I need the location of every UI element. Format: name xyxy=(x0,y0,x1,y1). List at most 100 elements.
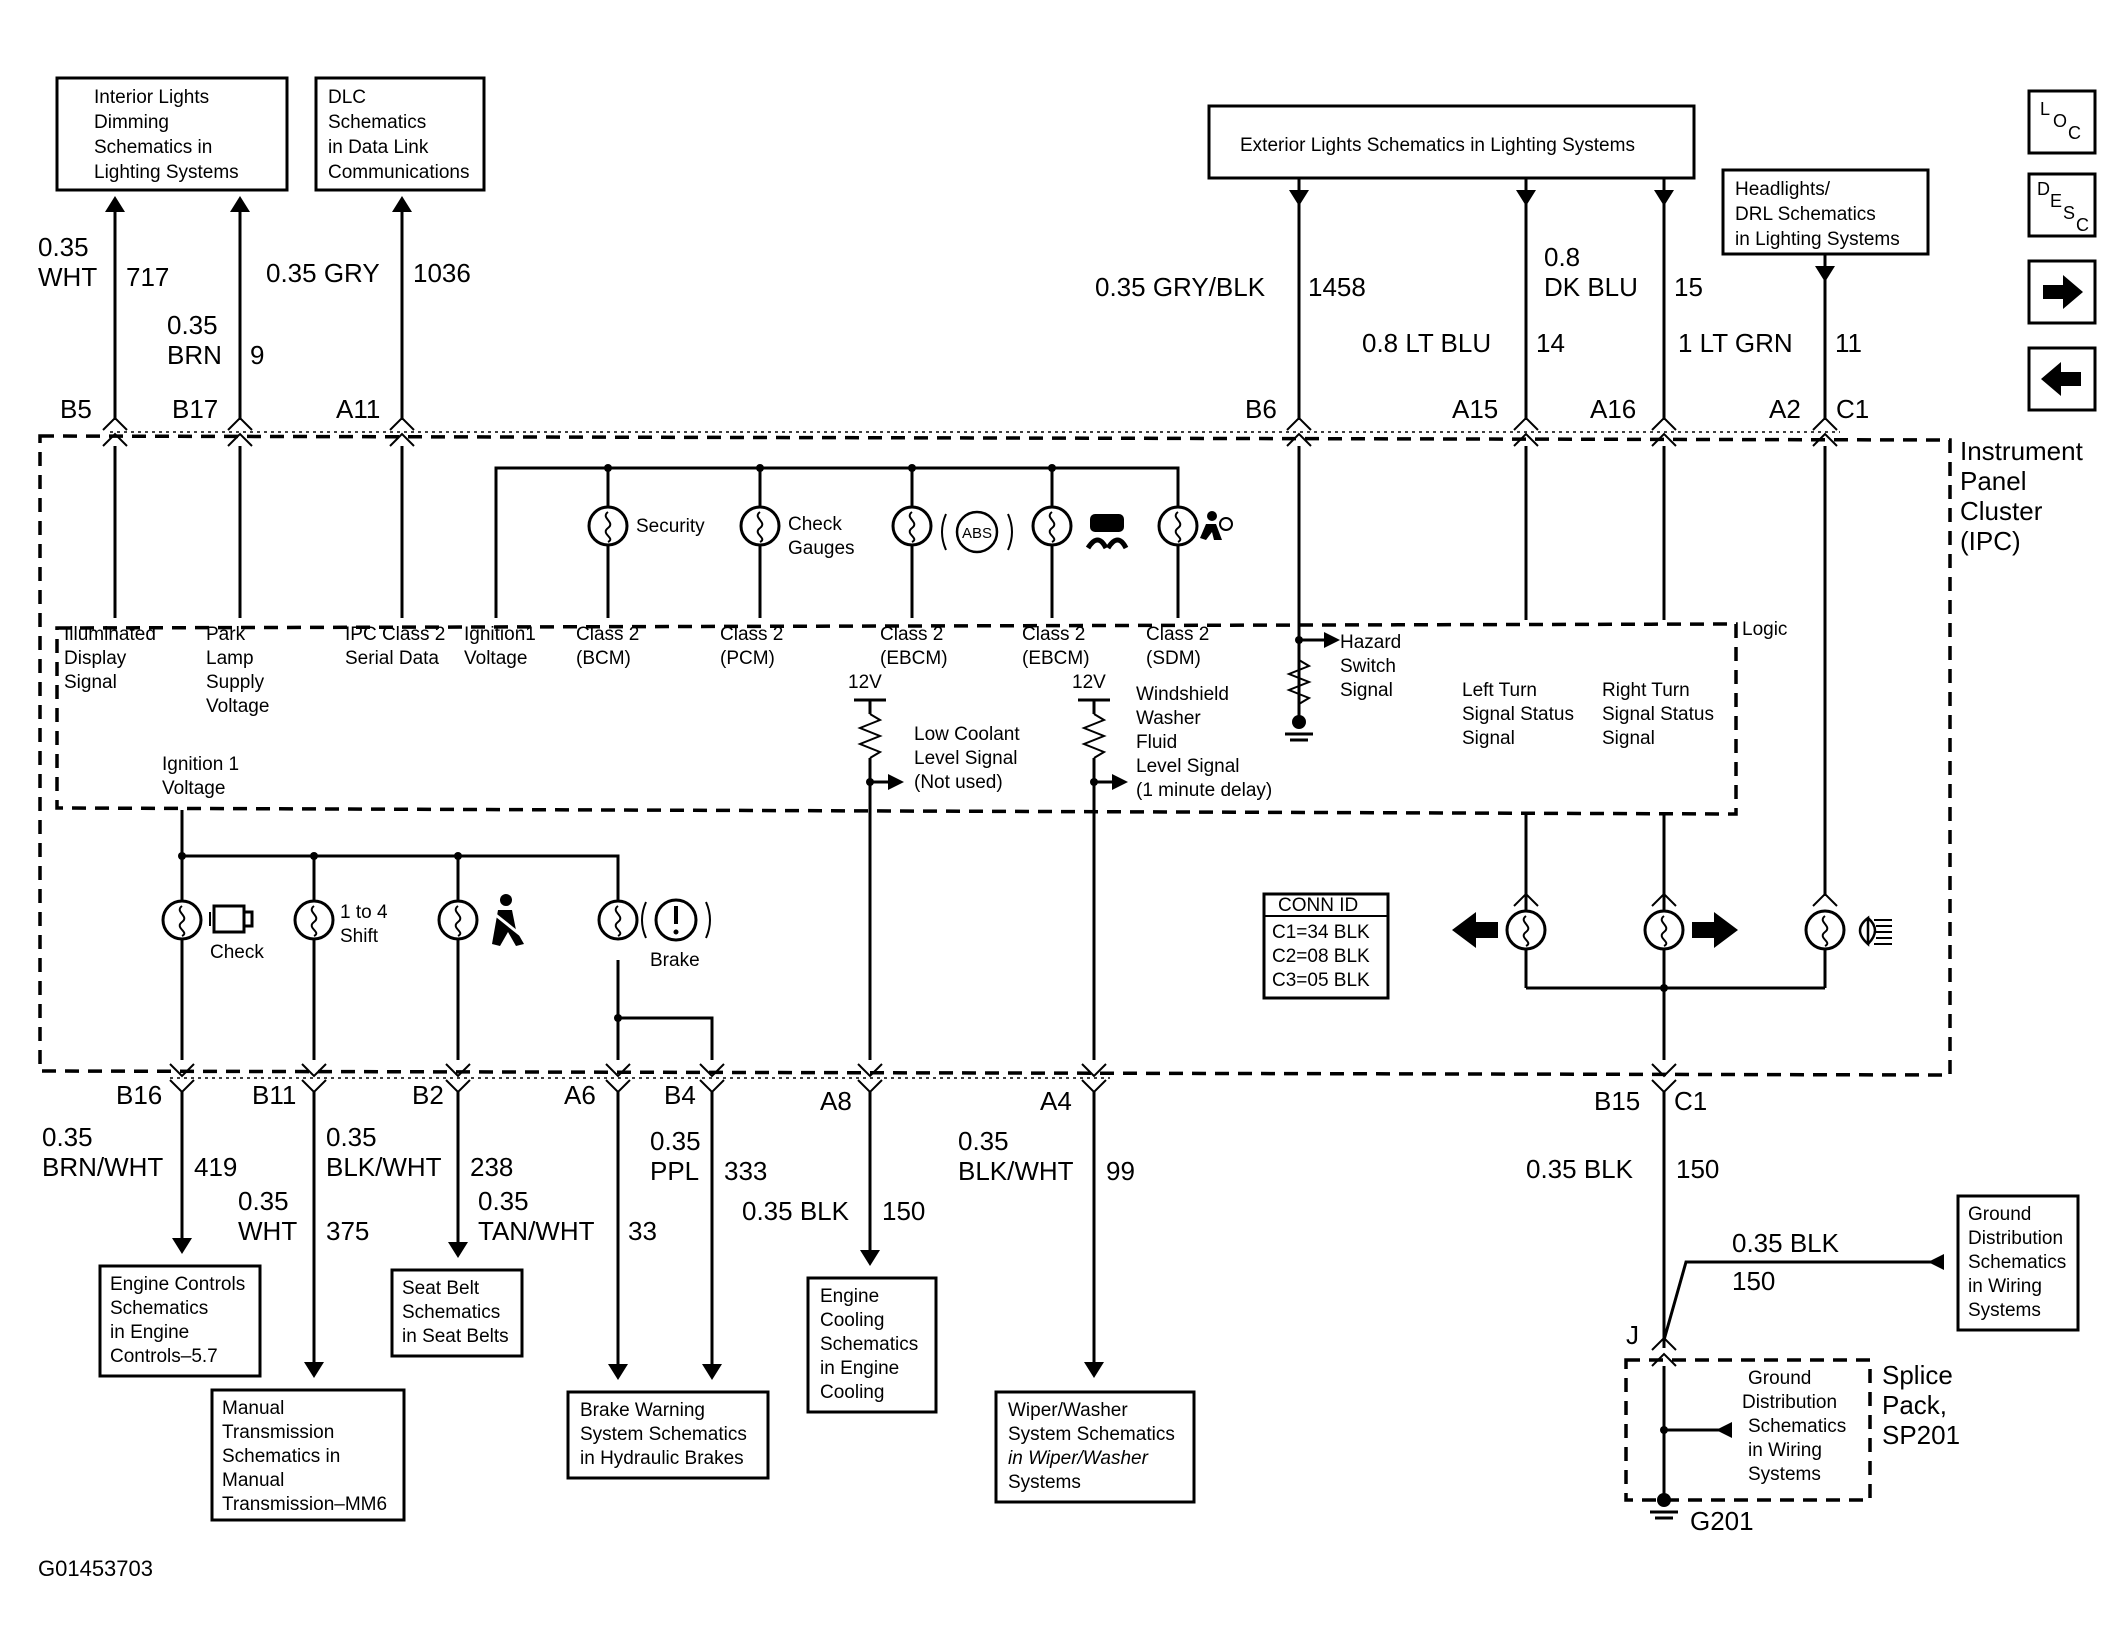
ipc-title-line: Instrument xyxy=(1960,436,2084,466)
brake-warning-box[interactable]: Brake Warning System Schematics in Hydra… xyxy=(566,1390,770,1480)
pin-label: B5 xyxy=(60,394,92,424)
signal-label: Voltage xyxy=(162,778,225,799)
prev-page-button[interactable] xyxy=(2027,346,2097,412)
signal-label: Class 2 xyxy=(720,624,783,645)
box-line: in Wiring xyxy=(1968,1276,2042,1297)
box-line: Dimming xyxy=(94,112,169,133)
box-line: Cooling xyxy=(820,1310,884,1331)
wire-label: 0.35 GRY/BLK xyxy=(1095,272,1266,302)
signal-label: Signal xyxy=(64,672,117,693)
seatbelt-icon xyxy=(491,894,524,946)
top-wire-labels: 0.35 WHT 717 0.35 BRN 9 0.35 GRY 1036 0.… xyxy=(38,232,1862,370)
indicator-label: 1 to 4 xyxy=(340,902,388,923)
logic-signal-labels: Illuminated Display Signal Park Lamp Sup… xyxy=(64,624,1714,749)
top-connector-chevrons xyxy=(102,416,1838,447)
splice-pack: J Ground Distribution Schematics in Wiri… xyxy=(1624,1320,1960,1536)
wire-circuit: 375 xyxy=(326,1216,369,1246)
abs-icon xyxy=(955,510,999,554)
box-line: System Schematics xyxy=(580,1424,747,1445)
conn-id-row: C2=08 BLK xyxy=(1272,946,1370,967)
signal-label: Illuminated xyxy=(64,624,156,645)
seat-belt-box[interactable]: Seat Belt Schematics in Seat Belts xyxy=(390,1268,524,1358)
manual-transmission-box[interactable]: Manual Transmission Schematics in Manual… xyxy=(210,1388,406,1522)
wire-circuit: 15 xyxy=(1674,272,1703,302)
indicator-label: Check xyxy=(788,514,842,535)
dlc-box[interactable]: DLC Schematics in Data Link Communicatio… xyxy=(314,76,486,192)
signal-label: Signal xyxy=(1462,728,1515,749)
signal-label: Ignition 1 xyxy=(162,754,239,775)
right-turn-arrow-icon xyxy=(1692,912,1738,948)
pin-label: A2 xyxy=(1769,394,1801,424)
wire-label: 0.35 BLK xyxy=(1732,1228,1840,1258)
pin-label: B17 xyxy=(172,394,218,424)
pin-label: B6 xyxy=(1245,394,1277,424)
engine-icon xyxy=(209,904,254,934)
signal-label: Class 2 xyxy=(880,624,943,645)
wire-circuit: 99 xyxy=(1106,1156,1135,1186)
pin-label: C1 xyxy=(1674,1086,1707,1116)
pin-label: A15 xyxy=(1452,394,1498,424)
signal-label: Fluid xyxy=(1136,732,1177,753)
signal-label: Class 2 xyxy=(576,624,639,645)
nav-letter: C xyxy=(2068,123,2081,143)
conn-id-table: CONN ID C1=34 BLK C2=08 BLK C3=05 BLK xyxy=(1262,892,1390,1000)
box-line: in Lighting Systems xyxy=(1735,229,1900,250)
signal-label: Voltage xyxy=(464,648,527,669)
signal-label: Supply xyxy=(206,672,265,693)
splice-title: SP201 xyxy=(1882,1420,1960,1450)
wire-label: 0.35 GRY xyxy=(266,258,380,288)
ipc-title-line: Cluster xyxy=(1960,496,2043,526)
box-line: Transmission–MM6 xyxy=(222,1494,387,1515)
engine-controls-box[interactable]: Engine Controls Schematics in Engine Con… xyxy=(98,1264,262,1378)
box-line: Manual xyxy=(222,1398,284,1419)
wire-color: BRN xyxy=(167,340,222,370)
wire-size: 0.35 xyxy=(167,310,218,340)
engine-cooling-box[interactable]: Engine Cooling Schematics in Engine Cool… xyxy=(806,1276,938,1414)
splice-title: Pack, xyxy=(1882,1390,1947,1420)
washer-fluid-circuit: 12V Windshield Washer Fluid Level Signal… xyxy=(1072,672,1272,1060)
ipc-title-line: (IPC) xyxy=(1960,526,2021,556)
conn-id-header: CONN ID xyxy=(1278,895,1358,916)
wire-size: 0.35 xyxy=(478,1186,529,1216)
signal-label: Switch xyxy=(1340,656,1396,677)
exterior-lights-box[interactable]: Exterior Lights Schematics in Lighting S… xyxy=(1207,104,1696,180)
turn-indicators xyxy=(1452,814,1892,1060)
indicator-label: Brake xyxy=(650,950,700,971)
low-coolant-circuit: 12V Low Coolant Level Signal (Not used) xyxy=(848,672,1020,1060)
interior-lights-box[interactable]: Interior Lights Dimming Schematics in Li… xyxy=(55,76,289,192)
wire-label: 0.35 BLK xyxy=(1526,1154,1634,1184)
pin-label: C1 xyxy=(1836,394,1869,424)
wire-color: BLK/WHT xyxy=(958,1156,1074,1186)
wire-color: BRN/WHT xyxy=(42,1152,163,1182)
ipc-title: Instrument Panel Cluster (IPC) Logic xyxy=(1742,436,2084,640)
wire-circuit: 1458 xyxy=(1308,272,1366,302)
box-line: Exterior Lights Schematics in Lighting S… xyxy=(1240,135,1635,156)
box-line: Engine Controls xyxy=(110,1274,245,1295)
nav-letter: E xyxy=(2050,191,2062,211)
wire-circuit: 150 xyxy=(882,1196,925,1226)
wire-circuit: 1036 xyxy=(413,258,471,288)
wiper-washer-box[interactable]: Wiper/Washer System Schematics in Wiper/… xyxy=(994,1390,1196,1504)
figure-id: G01453703 xyxy=(38,1556,153,1581)
shift-indicator: 1 to 4 Shift xyxy=(293,899,388,947)
top-pin-labels: B5 B17 A11 B6 A15 A16 A2 C1 xyxy=(60,394,1869,424)
internal-top-wires xyxy=(113,446,1827,896)
ground-label: G201 xyxy=(1690,1506,1754,1536)
bottom-connector-chevrons xyxy=(169,1063,1677,1094)
signal-label: Park xyxy=(206,624,246,645)
wire-circuit: 14 xyxy=(1536,328,1565,358)
loc-button[interactable]: L O C xyxy=(2027,89,2097,155)
abs-icon-label: ABS xyxy=(962,525,992,542)
signal-label: (EBCM) xyxy=(880,648,948,669)
ground-icon xyxy=(1657,1493,1671,1507)
box-line: Interior Lights xyxy=(94,87,209,108)
wire-circuit: 9 xyxy=(250,340,264,370)
wire-size: 0.8 xyxy=(1544,242,1580,272)
desc-button[interactable]: D E S C xyxy=(2027,172,2097,238)
ground-distribution-box[interactable]: Ground Distribution Schematics in Wiring… xyxy=(1956,1194,2080,1332)
signal-label: (PCM) xyxy=(720,648,775,669)
wire-color: WHT xyxy=(238,1216,297,1246)
next-page-button[interactable] xyxy=(2027,259,2097,325)
nav-letter: C xyxy=(2076,215,2089,235)
headlights-box[interactable]: Headlights/ DRL Schematics in Lighting S… xyxy=(1721,168,1930,256)
